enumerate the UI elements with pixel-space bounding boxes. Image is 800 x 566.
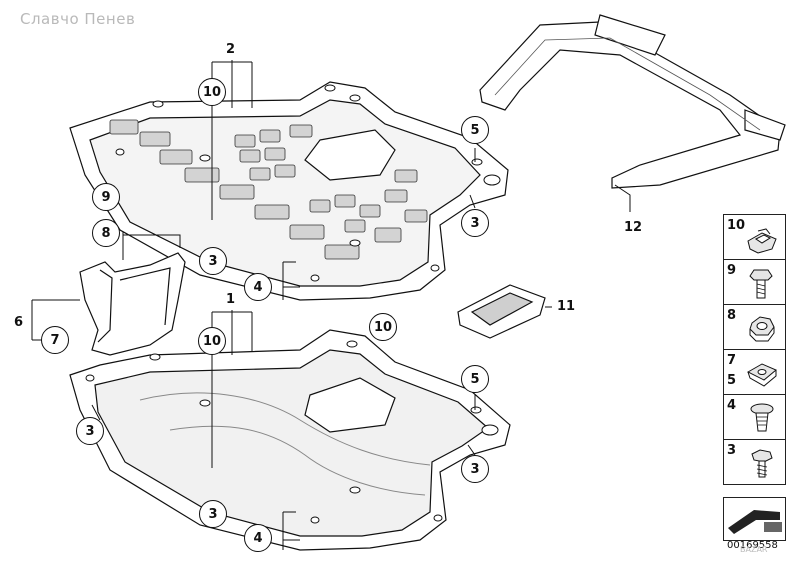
upper-underbody-shield — [69, 81, 509, 301]
legend-row-9: 9 — [723, 259, 786, 305]
callout-10-lower-right: 10 — [369, 313, 397, 341]
reference-code: 00169558 — [727, 540, 778, 551]
callout-3-bracket: 3 — [199, 247, 227, 275]
lower-underbody-shield — [69, 329, 511, 551]
label-part-11: 11 — [557, 299, 576, 314]
legend-number: 7 — [727, 353, 737, 368]
legend-number: 9 — [727, 263, 737, 278]
legend-number: 8 — [727, 308, 737, 323]
callout-7: 7 — [41, 326, 69, 354]
upper-shield-ribs — [109, 119, 428, 260]
self-tapping-screw-icon — [751, 449, 773, 478]
legend-number: 4 — [727, 398, 737, 413]
legend-row-10: 10 — [723, 214, 786, 260]
legend-number: 3 — [727, 443, 737, 458]
speed-nut-icon — [746, 363, 777, 387]
callout-4-lower: 4 — [244, 524, 272, 552]
leader-lines — [31, 60, 631, 550]
callout-5-upper: 5 — [461, 116, 489, 144]
legend-row-4: 4 — [723, 394, 786, 440]
callout-9: 9 — [92, 183, 120, 211]
legend-row-7-5: 7 5 — [723, 349, 786, 395]
hex-bolt-icon — [749, 269, 773, 299]
label-part-1: 1 — [226, 292, 236, 307]
corner-watermark: BAZAR — [740, 545, 768, 554]
legend-row-8: 8 — [723, 304, 786, 350]
side-bracket — [79, 252, 186, 356]
expanding-rivet-icon — [750, 403, 774, 432]
watermark-text: Славчо Пенев — [20, 10, 136, 28]
cross-frame — [479, 14, 786, 189]
callout-10-upper: 10 — [198, 78, 226, 106]
callout-8: 8 — [92, 219, 120, 247]
parts-legend: 10 9 8 7 5 — [723, 214, 786, 485]
callout-10-lower: 10 — [198, 327, 226, 355]
direction-arrow-icon — [728, 510, 782, 534]
callout-4-upper: 4 — [244, 273, 272, 301]
label-part-12: 12 — [624, 220, 643, 235]
callout-3-lower-right: 3 — [461, 455, 489, 483]
legend-number-secondary: 5 — [727, 373, 737, 388]
clip-nut-icon — [747, 228, 777, 254]
reference-arrow-box — [723, 497, 786, 541]
callout-3-upper-right: 3 — [461, 209, 489, 237]
callout-3-lower-left: 3 — [76, 417, 104, 445]
callout-5-lower: 5 — [461, 365, 489, 393]
label-part-6: 6 — [14, 315, 24, 330]
label-part-2: 2 — [226, 42, 236, 57]
cover-plate — [457, 284, 546, 339]
legend-number: 10 — [727, 218, 746, 233]
callout-3-lower-bottom: 3 — [199, 500, 227, 528]
hex-nut-icon — [749, 316, 775, 342]
legend-row-3: 3 — [723, 439, 786, 485]
